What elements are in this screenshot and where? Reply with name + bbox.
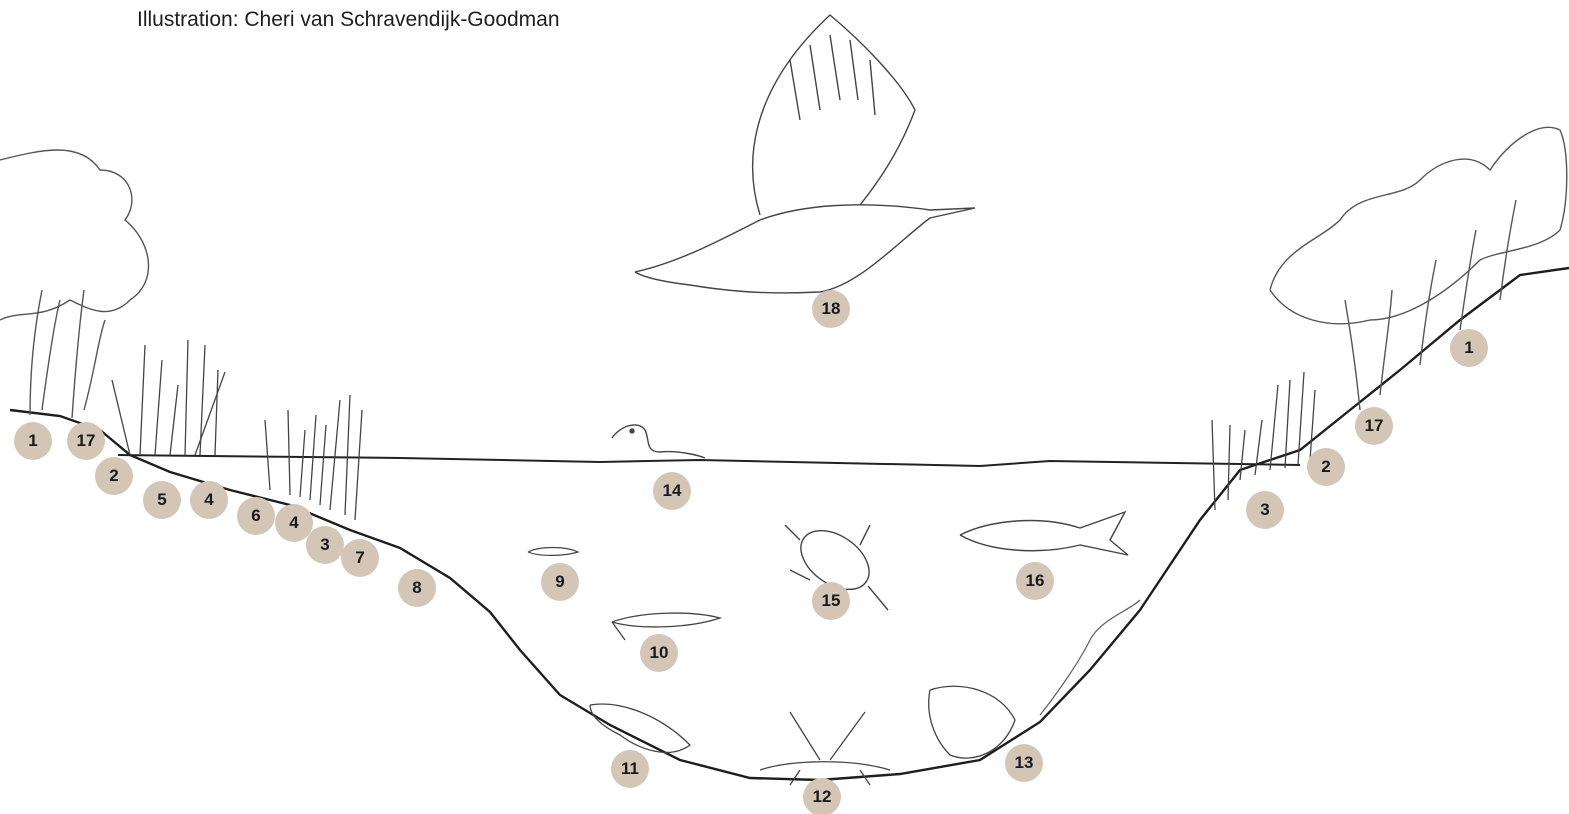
label-badge: 2	[1307, 448, 1345, 486]
bottom-fish-sketch	[590, 704, 690, 752]
label-badge: 13	[1005, 744, 1043, 782]
label-badge: 9	[541, 563, 579, 601]
label-badge: 4	[190, 481, 228, 519]
label-badge: 1	[1450, 329, 1488, 367]
left-tree-sketch	[0, 150, 149, 418]
label-badge: 6	[237, 497, 275, 535]
label-badge: 1	[14, 422, 52, 460]
label-badge: 8	[398, 569, 436, 607]
label-badge: 3	[1246, 491, 1284, 529]
label-badge: 12	[803, 778, 841, 814]
label-badge: 2	[95, 457, 133, 495]
label-badge: 5	[143, 481, 181, 519]
label-badge: 16	[1016, 562, 1054, 600]
label-badge: 11	[611, 750, 649, 788]
label-badge: 3	[306, 526, 344, 564]
eel-sketch	[1040, 600, 1140, 715]
fish-9-sketch	[528, 548, 578, 556]
label-badge: 7	[341, 539, 379, 577]
label-badge: 17	[67, 422, 105, 460]
label-badge: 18	[812, 290, 850, 328]
water-surface-line	[118, 455, 1300, 466]
label-badge: 17	[1355, 407, 1393, 445]
bird-sketch	[635, 15, 975, 293]
crayfish-sketch	[760, 712, 890, 785]
right-reeds-sketch	[1212, 372, 1315, 510]
large-fish-sketch	[960, 512, 1128, 555]
label-badge: 15	[812, 582, 850, 620]
right-tree-sketch	[1270, 127, 1567, 410]
label-badge: 14	[653, 472, 691, 510]
duck-sketch	[612, 425, 705, 458]
label-badge: 10	[640, 634, 678, 672]
